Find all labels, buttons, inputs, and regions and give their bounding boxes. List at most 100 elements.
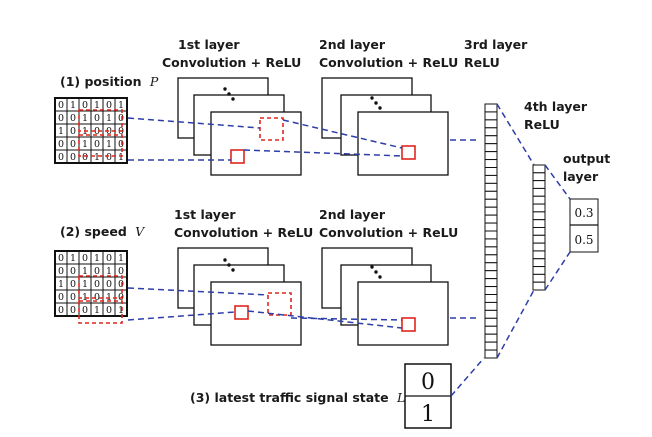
layer3-title: 3rd layer [464,37,528,52]
layer3-unit [484,278,498,288]
b1-matrix-cell: 1 [118,152,124,163]
layer4-unit [532,172,546,182]
b1-matrix-cell: 1 [106,139,112,150]
b2-l1-output-cell [234,305,249,320]
layer4-unit [532,187,546,197]
output-value-1: 0.3 [574,206,593,220]
b2-matrix-cell: 0 [94,279,100,290]
b2-layer2-title: 2nd layer [319,207,386,222]
b1-l1-map-front [210,111,302,176]
b1-matrix-cell: 1 [82,113,88,124]
b2-matrix-cell: 1 [118,305,124,316]
b1-matrix-cell: 1 [118,100,124,111]
b2-matrix-cell: 0 [70,305,76,316]
b1-matrix-cell: 0 [70,113,76,124]
layer4-unit [532,219,546,228]
b2-matrix-cell: 0 [58,266,64,277]
layer4-unit [532,281,546,291]
b2-matrix-cell: 0 [82,305,88,316]
b1-conn-input-to-l1a [127,117,261,129]
b2-conn-l1-to-l2a [290,317,403,321]
b2-matrix-cell: 1 [106,266,112,277]
layer3-unit [484,119,498,129]
layer3-unit [484,143,498,153]
b2-matrix-cell: 0 [118,279,124,290]
b2-matrix-cell: 0 [70,279,76,290]
output-value-2: 0.5 [574,233,593,247]
b2-matrix-cell: 0 [70,266,76,277]
b2-matrix-cell: 1 [82,266,88,277]
b2-input-label-text: (2) speed [60,224,127,239]
b1-l1-output-cell [230,149,245,164]
b2-l2-ellipsis [370,265,382,279]
b2-conn-input-to-l1b [127,311,236,321]
b1-conn-l1-to-l2a [282,119,403,149]
b1-matrix-cell: 0 [70,152,76,163]
layer4-unit [532,258,546,268]
b2-matrix-cell: 1 [94,305,100,316]
b2-matrix-cell: 1 [70,253,76,264]
b2-matrix-cell: 0 [94,266,100,277]
b1-matrix-cell: 0 [94,139,100,150]
b1-matrix-cell: 0 [58,100,64,111]
b2-matrix-filter-window-2 [78,300,123,324]
layer3-unit [484,309,498,319]
layer3-unit [484,135,498,145]
b1-matrix-cell: 0 [106,152,112,163]
layer3-unit [484,230,498,240]
b1-matrix-cell: 0 [118,139,124,150]
layer3-unit [484,254,498,264]
b1-matrix-cell: 1 [70,100,76,111]
layer3-unit [484,286,498,295]
b1-matrix-cell: 0 [82,152,88,163]
b1-l1-receptive-field [259,117,284,141]
layer3-unit [484,206,498,216]
layer4-unit [532,227,546,236]
b1-l2-output-cell [401,145,416,160]
layer4-unit [532,273,546,283]
b1-matrix-cell: 0 [58,139,64,150]
b1-matrix-cell: 0 [82,100,88,111]
b2-matrix-cell: 0 [106,253,112,264]
b1-matrix-filter-window-1 [78,109,123,132]
l4-to-output-bottom [544,251,571,291]
b2-matrix-cell: 0 [58,253,64,264]
b2-matrix-cell: 0 [70,292,76,303]
b1-matrix-cell: 1 [58,126,64,137]
signal-value-2: 1 [421,402,435,427]
b1-matrix-cell: 1 [94,152,100,163]
layer3-unit [484,190,498,200]
layer4-unit [532,250,546,260]
layer3-unit [484,198,498,208]
layer4-title: 4th layer [524,99,588,114]
signal-state-label-text: (3) latest traffic signal state [190,390,389,405]
b1-matrix-cell: 0 [58,152,64,163]
layer3-unit [484,341,498,351]
b2-matrix-cell: 1 [58,279,64,290]
b2-matrix-cell: 0 [106,279,112,290]
signal-state-symbol: L [396,390,405,405]
b1-matrix-cell: 0 [58,113,64,124]
b1-l1-ellipsis [223,87,235,101]
b1-layer1-title: 1st layer [178,37,240,52]
b2-matrix-cell: 1 [118,253,124,264]
layer4-unit [532,234,546,244]
b2-l1-map-front [210,281,302,346]
b1-matrix-cell: 0 [106,100,112,111]
signal-state-label: (3) latest traffic signal state L [190,390,405,405]
b2-layer1-subtitle: Convolution + ReLU [174,225,313,240]
b2-input-symbol: V [135,224,146,239]
b1-matrix-cell: 1 [106,113,112,124]
layer3-unit [484,167,498,176]
output-title: output [563,151,610,166]
layer3-unit [484,127,498,137]
layer3-unit [484,262,498,272]
layer4-unit [532,211,546,221]
layer3-unit [484,301,498,311]
layer3-unit [484,151,498,161]
l4-to-output-top [544,164,571,200]
b1-l2-ellipsis [370,96,382,110]
layer3-subtitle: ReLU [464,55,500,70]
b2-matrix-cell: 1 [94,253,100,264]
